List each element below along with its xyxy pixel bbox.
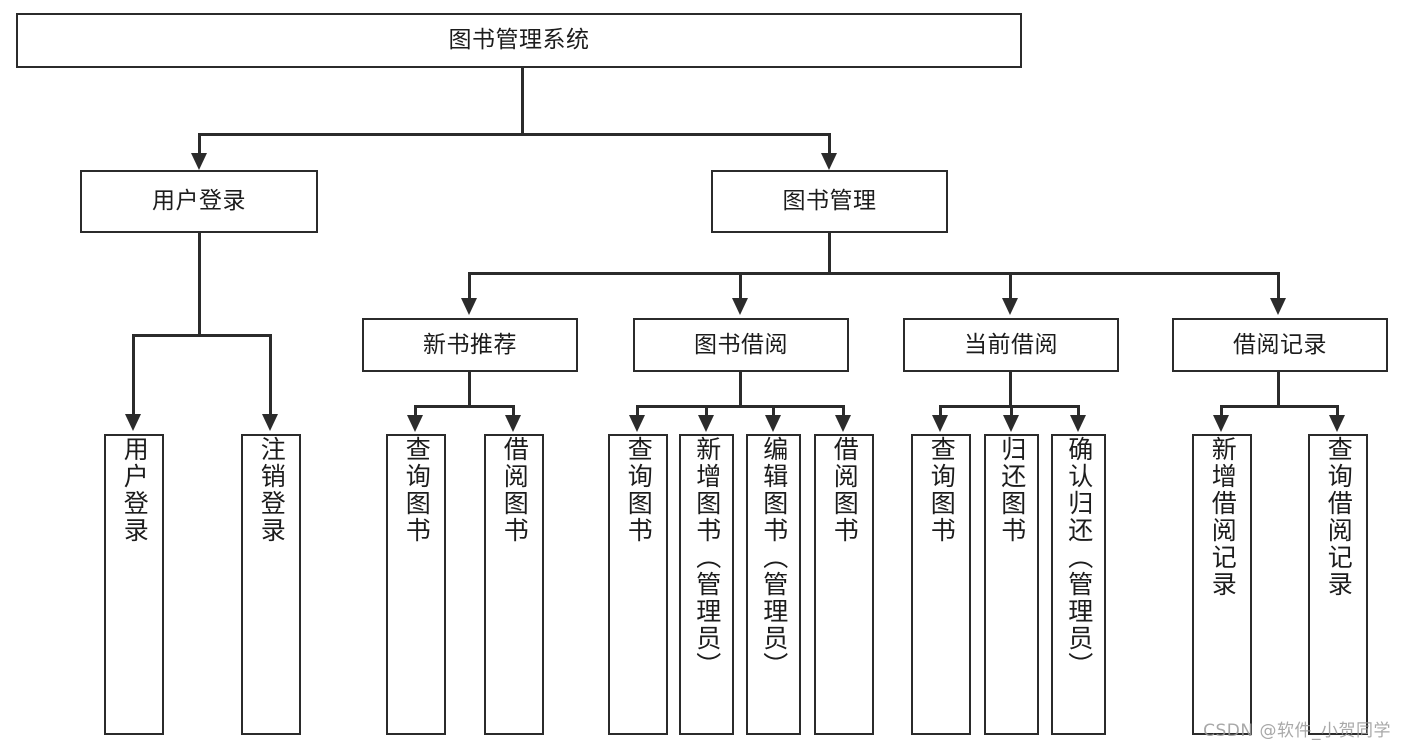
node-leaf-query-book-3-label: 查询图书 — [927, 436, 957, 544]
node-leaf-borrow-book-2-label: 借阅图书 — [830, 436, 860, 544]
node-current-borrow[interactable]: 当前借阅 — [903, 318, 1119, 372]
node-leaf-confirm-return[interactable]: 确认归还（管理员） — [1051, 434, 1106, 735]
node-current-borrow-label: 当前借阅 — [964, 331, 1058, 358]
connector-bm-drop-1 — [468, 272, 471, 300]
arrow-bb-leaf-1 — [629, 415, 645, 432]
node-leaf-return-book-label: 归还图书 — [997, 436, 1027, 544]
node-leaf-confirm-return-label: 确认归还（管理员） — [1064, 436, 1094, 679]
node-leaf-query-book-1[interactable]: 查询图书 — [386, 434, 446, 735]
arrow-cb-leaf-3 — [1070, 415, 1086, 432]
connector-root-to-user-login — [198, 133, 201, 156]
connector-br-trunk — [1277, 372, 1280, 408]
connector-bb-drop-1 — [636, 405, 639, 417]
node-book-manage-label: 图书管理 — [782, 188, 877, 215]
node-leaf-return-book[interactable]: 归还图书 — [984, 434, 1039, 735]
connector-br-bus — [1220, 405, 1338, 408]
node-leaf-logout[interactable]: 注销登录 — [241, 434, 301, 735]
node-leaf-user-login-label: 用户登录 — [120, 436, 150, 544]
arrow-br-leaf-2 — [1329, 415, 1345, 432]
node-user-login[interactable]: 用户登录 — [80, 170, 318, 233]
connector-root-to-book-manage — [828, 133, 831, 156]
node-leaf-borrow-book-2[interactable]: 借阅图书 — [814, 434, 874, 735]
connector-bm-drop-2 — [739, 272, 742, 300]
node-new-book-rec-label: 新书推荐 — [423, 331, 517, 358]
connector-br-drop-2 — [1336, 405, 1339, 417]
connector-bm-drop-3 — [1009, 272, 1012, 300]
connector-cb-drop-1 — [939, 405, 942, 417]
connector-cb-trunk — [1009, 372, 1012, 408]
node-user-login-label: 用户登录 — [152, 188, 246, 215]
connector-nbr-drop-2 — [512, 405, 515, 417]
arrow-bm-to-current-borrow — [1002, 298, 1018, 315]
arrow-cb-leaf-2 — [1003, 415, 1019, 432]
node-book-borrow-label: 图书借阅 — [694, 331, 788, 358]
csdn-watermark: CSDN @软件_小贺同学 — [1203, 721, 1391, 741]
node-leaf-query-book-1-label: 查询图书 — [402, 436, 432, 544]
connector-user-login-bus — [132, 334, 269, 337]
connector-cb-drop-3 — [1077, 405, 1080, 417]
arrow-user-login-leaf-2 — [262, 414, 278, 431]
node-leaf-edit-book-label: 编辑图书（管理员） — [759, 436, 789, 679]
node-book-borrow[interactable]: 图书借阅 — [633, 318, 849, 372]
connector-bb-bus — [636, 405, 844, 408]
arrow-br-leaf-1 — [1213, 415, 1229, 432]
arrow-root-to-book-manage — [821, 153, 837, 170]
arrow-bm-to-new-book-rec — [461, 298, 477, 315]
node-leaf-query-book-3[interactable]: 查询图书 — [911, 434, 971, 735]
connector-bb-trunk — [739, 372, 742, 408]
node-root-label: 图书管理系统 — [448, 27, 590, 54]
node-leaf-query-record[interactable]: 查询借阅记录 — [1308, 434, 1368, 735]
node-borrow-record[interactable]: 借阅记录 — [1172, 318, 1388, 372]
arrow-user-login-leaf-1 — [125, 414, 141, 431]
node-leaf-query-book-2[interactable]: 查询图书 — [608, 434, 668, 735]
node-leaf-user-login[interactable]: 用户登录 — [104, 434, 164, 735]
arrow-bm-to-book-borrow — [732, 298, 748, 315]
node-borrow-record-label: 借阅记录 — [1233, 331, 1327, 358]
node-book-manage[interactable]: 图书管理 — [711, 170, 948, 233]
arrow-bb-leaf-3 — [765, 415, 781, 432]
connector-nbr-bus — [414, 405, 515, 408]
connector-cb-drop-2 — [1010, 405, 1013, 417]
connector-book-manage-trunk — [828, 233, 831, 274]
arrow-bb-leaf-4 — [835, 415, 851, 432]
node-leaf-add-record-label: 新增借阅记录 — [1208, 436, 1238, 598]
arrow-root-to-user-login — [191, 153, 207, 170]
connector-root-bus — [198, 133, 831, 136]
connector-nbr-trunk — [468, 372, 471, 408]
arrow-bm-to-borrow-record — [1270, 298, 1286, 315]
node-leaf-add-book-label: 新增图书（管理员） — [692, 436, 722, 679]
connector-bb-drop-2 — [705, 405, 708, 417]
node-root[interactable]: 图书管理系统 — [16, 13, 1022, 68]
node-leaf-query-record-label: 查询借阅记录 — [1324, 436, 1354, 598]
connector-book-manage-bus — [468, 272, 1280, 275]
connector-user-login-trunk — [198, 233, 201, 336]
connector-cb-bus — [939, 405, 1079, 408]
arrow-cb-leaf-1 — [932, 415, 948, 432]
node-leaf-add-record[interactable]: 新增借阅记录 — [1192, 434, 1252, 735]
node-new-book-rec[interactable]: 新书推荐 — [362, 318, 578, 372]
connector-bb-drop-3 — [772, 405, 775, 417]
node-leaf-query-book-2-label: 查询图书 — [624, 436, 654, 544]
node-leaf-borrow-book-1[interactable]: 借阅图书 — [484, 434, 544, 735]
node-leaf-edit-book[interactable]: 编辑图书（管理员） — [746, 434, 801, 735]
connector-user-login-drop-1 — [132, 334, 135, 416]
connector-bb-drop-4 — [842, 405, 845, 417]
connector-nbr-drop-1 — [414, 405, 417, 417]
connector-user-login-drop-2 — [269, 334, 272, 416]
arrow-bb-leaf-2 — [698, 415, 714, 432]
node-leaf-add-book[interactable]: 新增图书（管理员） — [679, 434, 734, 735]
node-leaf-borrow-book-1-label: 借阅图书 — [500, 436, 530, 544]
connector-br-drop-1 — [1220, 405, 1223, 417]
arrow-nbr-leaf-1 — [407, 415, 423, 432]
connector-root-trunk — [521, 68, 524, 135]
connector-bm-drop-4 — [1277, 272, 1280, 300]
node-leaf-logout-label: 注销登录 — [257, 436, 287, 544]
arrow-nbr-leaf-2 — [505, 415, 521, 432]
